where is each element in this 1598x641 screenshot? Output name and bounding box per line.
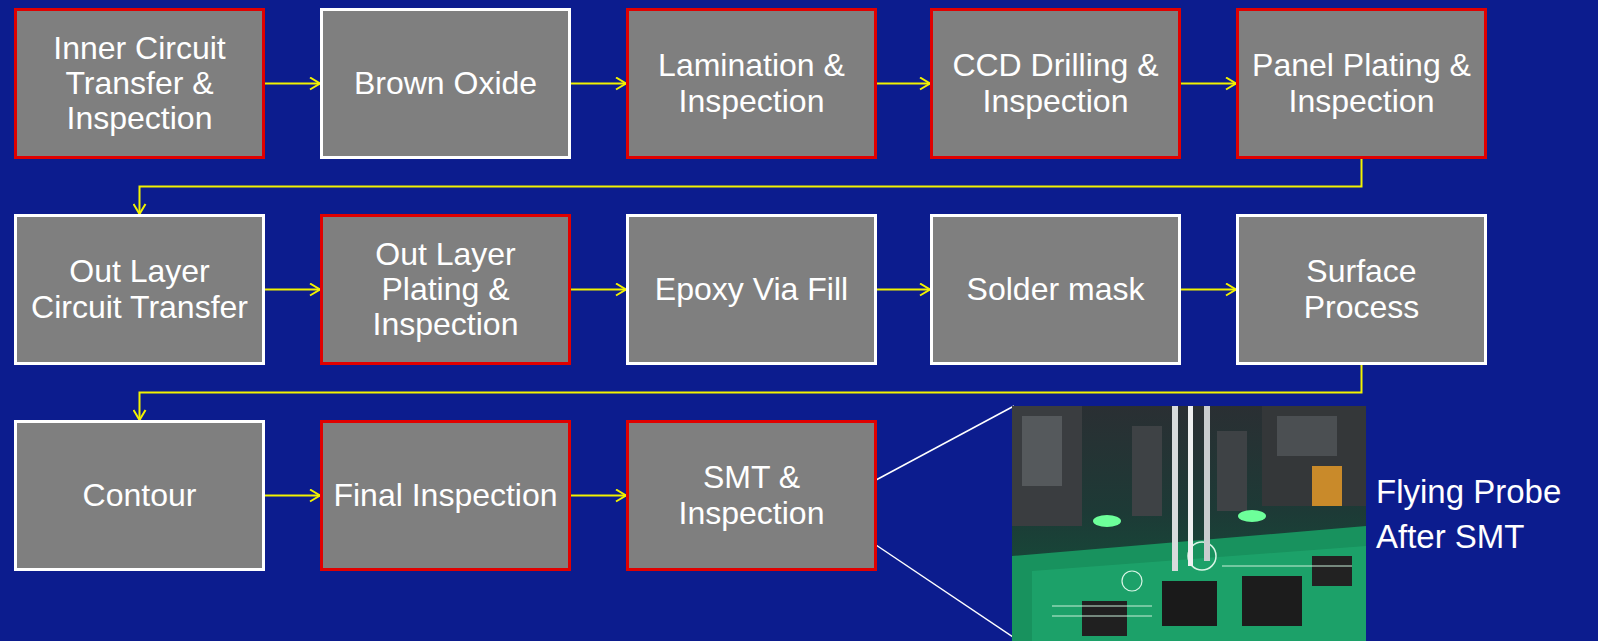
process-label: Surface Process <box>1249 254 1474 324</box>
process-label: Inner Circuit Transfer & Inspection <box>27 31 252 137</box>
process-label: Brown Oxide <box>354 66 537 101</box>
process-label: SMT & Inspection <box>639 460 864 530</box>
process-box: SMT & Inspection <box>626 420 877 571</box>
flying-probe-photo <box>1012 406 1366 641</box>
process-label: Contour <box>83 478 197 513</box>
process-box: CCD Drilling & Inspection <box>930 8 1181 159</box>
process-box: Epoxy Via Fill <box>626 214 877 365</box>
flow-arrow <box>571 495 626 497</box>
flow-arrow <box>265 83 320 85</box>
process-box: Panel Plating & Inspection <box>1236 8 1487 159</box>
process-box: Final Inspection <box>320 420 571 571</box>
flow-arrow <box>1181 83 1236 85</box>
process-label: Out Layer Circuit Transfer <box>27 254 252 324</box>
leader-line <box>876 406 1014 480</box>
process-box: Lamination & Inspection <box>626 8 877 159</box>
flow-arrow <box>877 289 930 291</box>
photo-caption: Flying Probe After SMT <box>1376 470 1590 559</box>
process-box: Brown Oxide <box>320 8 571 159</box>
flow-arrow <box>571 83 626 85</box>
flow-arrow <box>571 289 626 291</box>
process-box: Out Layer Circuit Transfer <box>14 214 265 365</box>
flow-arrow <box>877 83 930 85</box>
process-box: Solder mask <box>930 214 1181 365</box>
process-label: Out Layer Plating & Inspection <box>333 237 558 343</box>
process-box: Surface Process <box>1236 214 1487 365</box>
process-box: Contour <box>14 420 265 571</box>
flow-arrow <box>1181 289 1236 291</box>
process-box: Inner Circuit Transfer & Inspection <box>14 8 265 159</box>
leader-line <box>876 545 1019 641</box>
process-label: Solder mask <box>967 272 1145 307</box>
process-label: Final Inspection <box>333 478 557 513</box>
flow-arrow <box>265 289 320 291</box>
process-box: Out Layer Plating & Inspection <box>320 214 571 365</box>
process-label: CCD Drilling & Inspection <box>943 48 1168 118</box>
process-label: Panel Plating & Inspection <box>1249 48 1474 118</box>
process-label: Lamination & Inspection <box>639 48 864 118</box>
process-label: Epoxy Via Fill <box>655 272 848 307</box>
flow-arrow <box>140 159 1362 214</box>
flow-arrow <box>265 495 320 497</box>
